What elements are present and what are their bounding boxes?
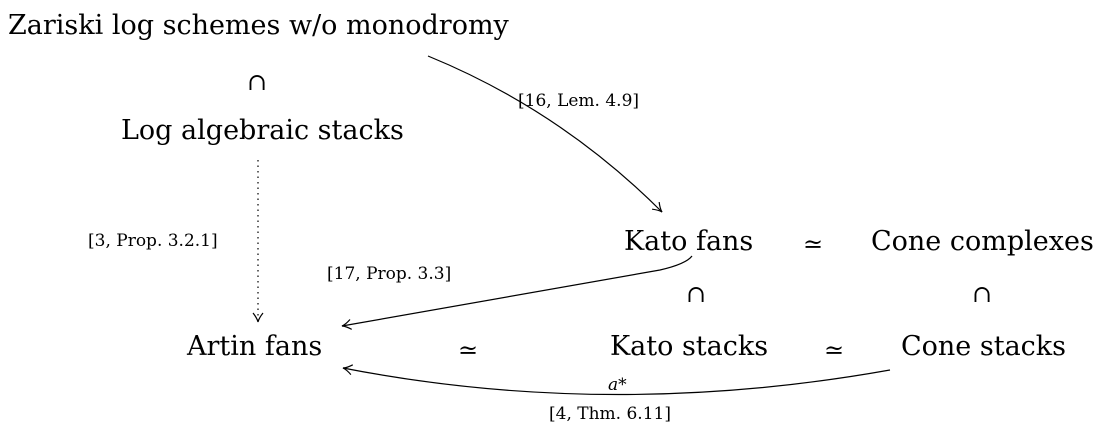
node-kato-fans: Kato fans xyxy=(624,226,754,257)
equivalence-symbol-kato-stacks-cone-stacks: ≃ xyxy=(824,336,845,364)
edge-label-cone-stacks-to-artin-fans: [4, Thm. 6.11] xyxy=(549,404,671,424)
edge-label-zariski-to-kato-fans: [16, Lem. 4.9] xyxy=(518,91,640,111)
node-cone-complexes: Cone complexes xyxy=(871,226,1094,257)
subset-symbol-cone-complexes-in-cone-stacks: ∩ xyxy=(972,280,993,308)
edge-label-pullback-map: a* xyxy=(608,375,627,395)
arrow-cone-stacks-to-artin-fans xyxy=(342,364,891,396)
node-artin-fans: Artin fans xyxy=(187,331,323,362)
node-kato-stacks: Kato stacks xyxy=(610,331,769,362)
edge-label-log-stacks-to-artin-fans: [3, Prop. 3.2.1] xyxy=(88,231,218,251)
subset-symbol-zariski-in-log-stacks: ∩ xyxy=(247,68,268,96)
node-log-algebraic-stacks: Log algebraic stacks xyxy=(121,115,404,146)
subset-symbol-kato-fans-in-kato-stacks: ∩ xyxy=(686,280,707,308)
arrow-kato-fans-to-artin-fans xyxy=(341,255,693,330)
edge-label-kato-fans-to-artin-fans: [17, Prop. 3.3] xyxy=(327,264,452,284)
node-cone-stacks: Cone stacks xyxy=(901,331,1067,362)
arrow-zariski-to-kato-fans xyxy=(427,55,663,213)
node-zariski-log-schemes: Zariski log schemes w/o monodromy xyxy=(8,10,509,41)
equivalence-symbol-artin-fans-kato-stacks: ≃ xyxy=(458,336,479,364)
equivalence-symbol-kato-fans-cone-complexes: ≃ xyxy=(803,230,824,258)
